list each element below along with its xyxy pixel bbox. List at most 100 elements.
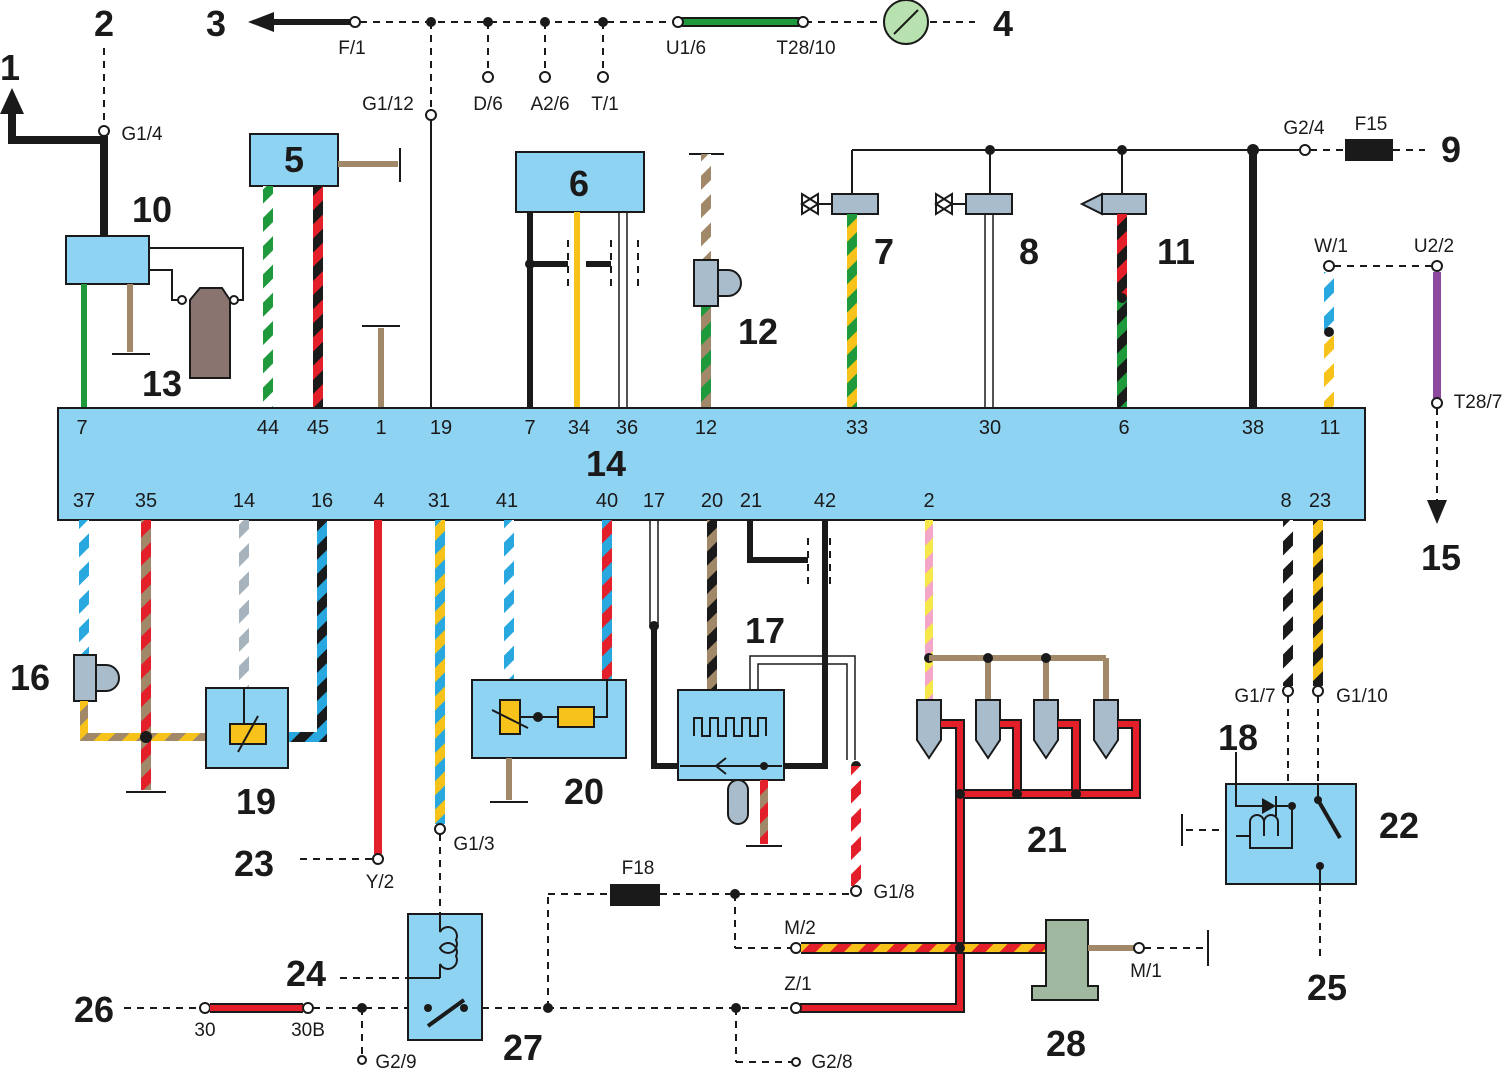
component-11-label: 11 [1157, 231, 1195, 272]
connector-f18: F18 [622, 858, 655, 879]
connector-d6: D/6 [473, 94, 503, 115]
ecu-pin-top: 7 [76, 417, 87, 439]
ecu-pin-top: 45 [307, 417, 329, 439]
ecu-14 [57, 407, 1366, 521]
ecu-pin-bottom: 4 [373, 490, 384, 512]
component-15-label: 15 [1421, 537, 1461, 578]
ignition-coils-21 [800, 520, 1141, 1013]
ecu-pin-bottom: 42 [814, 490, 836, 512]
sensor-16-icon [73, 654, 97, 702]
component-17-label: 17 [745, 610, 785, 651]
component-8-label: 8 [1019, 231, 1039, 272]
ecu-pin-bottom: 37 [73, 490, 95, 512]
valve-7-icon [831, 193, 879, 215]
connector-m1: M/1 [1130, 961, 1162, 982]
component-17 [649, 520, 862, 897]
ecu-pin-bottom: 41 [496, 490, 518, 512]
connector-g2-4: G2/4 [1283, 118, 1325, 139]
sensors-16-19 [73, 520, 327, 793]
ecu-pin-bottom: 20 [701, 490, 723, 512]
connector-g1-4: G1/4 [121, 124, 163, 145]
ecu-pin-bottom: 16 [311, 490, 333, 512]
coil-4-icon [1093, 699, 1119, 760]
ecu-pin-top: 7 [524, 417, 535, 439]
ecu-pin-top: 36 [616, 417, 638, 439]
connector-u2-2: U2/2 [1414, 236, 1454, 257]
ecu-pin-top: 44 [257, 417, 279, 439]
component-28-icon [1031, 919, 1099, 1001]
ecu-label: 14 [586, 443, 626, 484]
connector-g2-8: G2/8 [811, 1052, 852, 1073]
component-6-label: 6 [569, 163, 589, 204]
connector-30b: 30B [291, 1020, 325, 1041]
component-12-label: 12 [738, 311, 778, 352]
component-19-label: 19 [236, 781, 276, 822]
connector-w1: W/1 [1314, 236, 1348, 257]
top-supply-line [248, 0, 975, 408]
ecu-pin-top: 1 [375, 417, 386, 439]
connector-f1: F/1 [338, 38, 365, 59]
component-9-label: 9 [1441, 129, 1461, 170]
knock-sensor-icon [189, 287, 231, 379]
ecu-pin-top: 11 [1320, 417, 1341, 439]
connector-g2-9: G2/9 [375, 1052, 416, 1073]
valve-8-icon [965, 193, 1013, 215]
ecu-pin-bottom: 21 [740, 490, 762, 512]
ecu-pin-bottom: 8 [1280, 490, 1291, 512]
connector-g1-8: G1/8 [873, 882, 914, 903]
ecu-pin-top: 33 [846, 417, 868, 439]
link-23 [300, 520, 384, 865]
component-12 [689, 153, 742, 408]
component-20 [471, 520, 627, 803]
ecu-pin-top: 19 [430, 417, 452, 439]
coil-3-icon [1033, 699, 1059, 760]
component-18-label: 18 [1218, 717, 1258, 758]
component-4-label: 4 [993, 3, 1013, 44]
ecu-pin-top: 38 [1242, 417, 1264, 439]
connector-y2: Y/2 [366, 872, 395, 893]
component-26-label: 26 [74, 989, 114, 1030]
ecu-pin-bottom: 31 [428, 490, 450, 512]
bottom-power-section [124, 884, 1209, 1067]
connector-30: 30 [194, 1020, 215, 1041]
component-7-label: 7 [874, 231, 894, 272]
component-25-label: 25 [1307, 967, 1347, 1008]
connector-g1-12: G1/12 [362, 94, 414, 115]
coil-1-icon [916, 699, 942, 760]
ecu-pin-top: 12 [695, 417, 717, 439]
component-10-box [65, 235, 150, 285]
connector-g1-10: G1/10 [1336, 686, 1388, 707]
ecu-pin-bottom: 17 [643, 490, 665, 512]
component-5 [249, 133, 401, 408]
component-1-label: 1 [0, 47, 20, 88]
ecu-pin-bottom: 23 [1309, 490, 1331, 512]
connector-z1: Z/1 [784, 974, 811, 995]
component-2-label: 2 [94, 3, 114, 44]
component-numbers: 1 2 3 4 5 6 7 8 9 10 11 12 13 14 15 16 1… [0, 3, 1461, 1068]
component-22-label: 22 [1379, 805, 1419, 846]
ecu-pin-top: 30 [979, 417, 1001, 439]
component-20-label: 20 [564, 771, 604, 812]
component-5-label: 5 [284, 139, 304, 180]
ecu-pin-bottom: 14 [233, 490, 255, 512]
coil-2-icon [975, 699, 1001, 760]
component-23-label: 23 [234, 843, 274, 884]
component-6 [515, 151, 645, 408]
link-g1-3 [434, 520, 446, 914]
connector-labels: F/1 G1/12 D/6 A2/6 T/1 U1/6 T28/10 G1/4 … [121, 38, 1502, 1073]
connector-g1-3: G1/3 [453, 834, 494, 855]
ecu-pin-bottom: 35 [135, 490, 157, 512]
relay-22 [1181, 520, 1357, 960]
ecu-pin-bottom: 2 [923, 490, 934, 512]
fuse-f15 [1345, 139, 1393, 161]
sensor-12-icon [693, 259, 719, 307]
injector-11-icon [1101, 193, 1147, 215]
component-27-label: 27 [503, 1027, 543, 1068]
component-3-label: 3 [206, 3, 226, 44]
connector-t28-7: T28/7 [1454, 392, 1503, 413]
connector-t28-10: T28/10 [776, 38, 835, 59]
connector-m2: M/2 [784, 918, 816, 939]
fuse-f18 [610, 884, 660, 906]
ecu-bottom-pins: 37 35 14 16 4 31 41 40 17 20 21 42 2 8 2… [73, 490, 1331, 512]
